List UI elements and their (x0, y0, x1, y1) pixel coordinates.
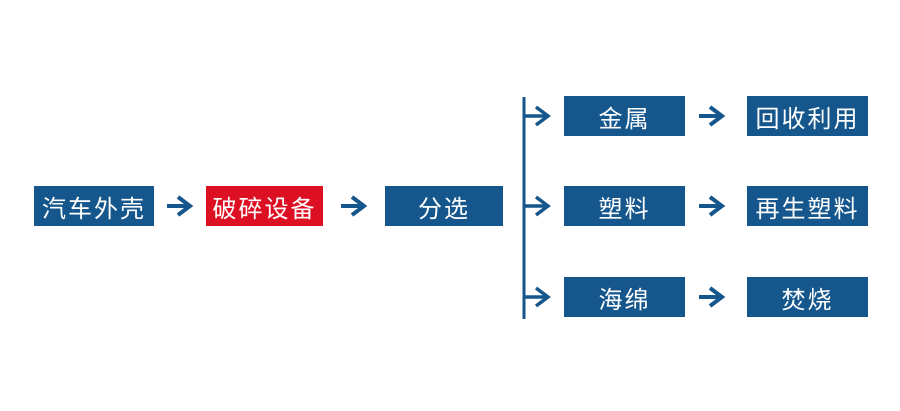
arrow-right-icon (697, 194, 727, 218)
node-crusher: 破碎设备 (206, 186, 323, 226)
arrow-right-icon (697, 285, 727, 309)
node-sorting: 分选 (385, 186, 503, 226)
node-plastic-label: 塑料 (598, 194, 651, 223)
node-sorting-label: 分选 (418, 194, 470, 223)
node-incineration: 焚烧 (747, 277, 868, 317)
arrow-right-icon (697, 104, 727, 128)
node-recycled-plastic: 再生塑料 (747, 186, 868, 226)
node-recycling-label: 回收利用 (755, 104, 860, 133)
node-metal-label: 金属 (598, 104, 651, 133)
arrow-right-icon (165, 194, 195, 218)
node-auto-shell-label: 汽车外壳 (42, 194, 146, 223)
node-sponge: 海绵 (564, 277, 685, 317)
node-recycling: 回收利用 (747, 96, 868, 136)
node-incineration-label: 焚烧 (781, 285, 834, 314)
node-crusher-label: 破碎设备 (212, 194, 317, 223)
branch-connector-lines (521, 97, 555, 319)
node-plastic: 塑料 (564, 186, 685, 226)
arrow-right-icon (339, 194, 369, 218)
node-sponge-label: 海绵 (598, 285, 651, 314)
node-metal: 金属 (564, 96, 685, 136)
node-recycled-plastic-label: 再生塑料 (755, 194, 860, 223)
node-auto-shell: 汽车外壳 (34, 186, 154, 226)
